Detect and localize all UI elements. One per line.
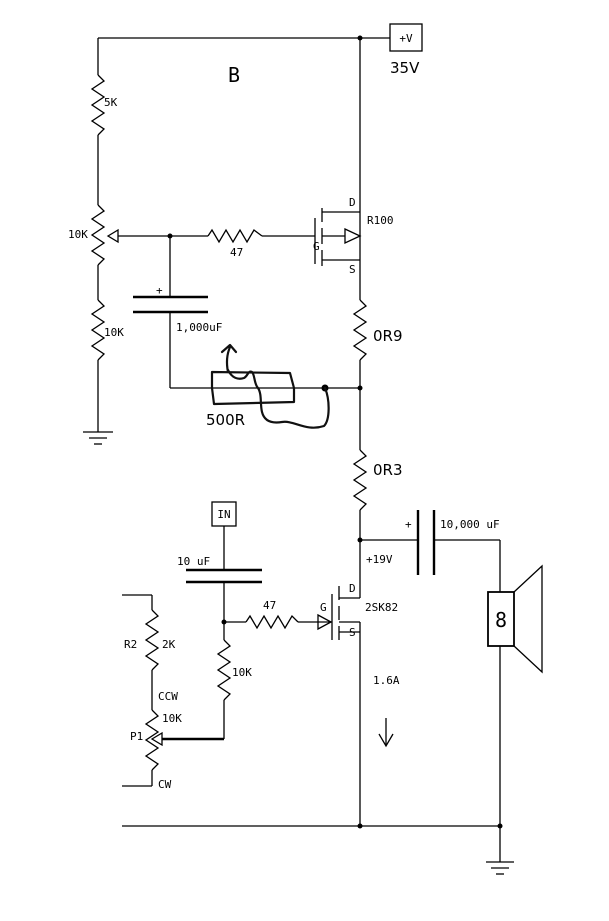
speaker-impedance-label: 8 [495, 608, 507, 632]
capacitor-1000uf-label: 1,000uF [176, 321, 222, 334]
mosfet-top-s-label: S [349, 263, 356, 276]
capacitor-10uf-label: 10 uF [177, 555, 210, 568]
resistor-0r9-label: 0R9 [373, 327, 403, 345]
resistor-r2 [144, 609, 160, 671]
r2-value-label: 2K [162, 638, 176, 651]
input-terminal-label: IN [217, 508, 230, 521]
potentiometer-10k [90, 204, 106, 266]
pot-wiper-arrow [106, 228, 119, 244]
node-voltage-label: +19V [366, 553, 393, 566]
resistor-5k [90, 74, 106, 136]
resistor-0r3 [352, 449, 368, 511]
resistor-47-bottom [245, 614, 299, 630]
mosfet-bot-part-label: 2SK82 [365, 601, 398, 614]
resistor-47-top [207, 228, 263, 244]
resistor-0r9 [352, 299, 368, 361]
mosfet-top-arrow [344, 227, 362, 245]
mosfet-bot-d-label: D [349, 582, 356, 595]
mosfet-bot-s-label: S [349, 626, 356, 639]
mosfet-bot-g-label: G [320, 601, 327, 614]
supply-terminal-label: +V [399, 32, 413, 45]
mosfet-top-d-label: D [349, 196, 356, 209]
p1-wiper-arrow [150, 731, 163, 747]
potentiometer-p1 [144, 709, 160, 771]
speaker-icon [487, 591, 515, 647]
capacitor-1000uf-plus: + [156, 284, 163, 297]
input-terminal-box [211, 501, 237, 527]
handwritten-scribble [226, 368, 330, 429]
supply-voltage-label: 35V [390, 59, 420, 77]
current-label: 1.6A [373, 674, 400, 687]
potentiometer-10k-label: 10K [68, 228, 88, 241]
capacitor-10000uf-plus: + [405, 518, 412, 531]
handwritten-resistor-label: 500R [206, 411, 245, 429]
current-arrow-icon [378, 733, 394, 748]
supply-terminal-box [389, 23, 423, 52]
resistor-10k-bottom [90, 299, 106, 361]
handwritten-resistor-box [210, 370, 296, 406]
resistor-47-bottom-label: 47 [263, 599, 276, 612]
resistor-0r3-label: 0R3 [373, 461, 403, 479]
resistor-47-top-label: 47 [230, 246, 243, 259]
speaker-cone-icon [513, 564, 543, 674]
p1-value-label: 10K [162, 712, 182, 725]
resistor-5k-label: 5K [104, 96, 118, 109]
mosfet-top-part-label: R100 [367, 214, 394, 227]
p1-name-label: P1 [130, 730, 143, 743]
cw-label: CW [158, 778, 172, 791]
section-letter: B [228, 63, 240, 87]
ccw-label: CCW [158, 690, 178, 703]
handwritten-arrow [220, 343, 238, 374]
resistor-10k-bias-label: 10K [232, 666, 252, 679]
mosfet-top-g-label: G [313, 240, 320, 253]
resistor-10k-bottom-label: 10K [104, 326, 124, 339]
resistor-10k-bias [216, 639, 232, 701]
capacitor-10000uf-label: 10,000 uF [440, 518, 500, 531]
r2-name-label: R2 [124, 638, 137, 651]
